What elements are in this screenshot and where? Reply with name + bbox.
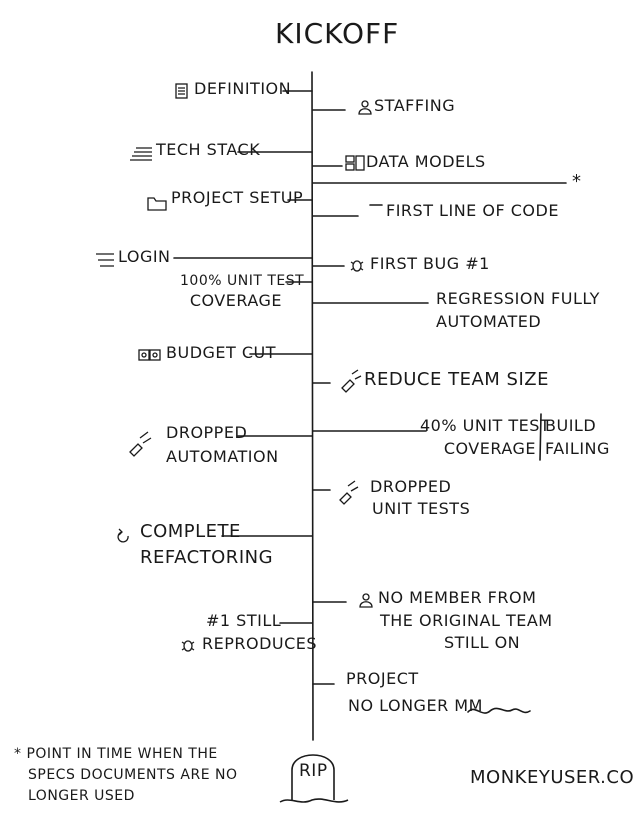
label-no-member-line1: NO MEMBER FROM [378, 588, 537, 607]
label-dropped-unit-tests-line1: DROPPED [370, 477, 452, 496]
label-40-unit-test-line1: 40% UNIT TEST [420, 416, 551, 435]
broken-icon [341, 369, 362, 393]
label-project-setup: PROJECT SETUP [171, 188, 304, 207]
label-40-unit-test-line2: COVERAGE [443, 439, 536, 458]
data-models-icon [345, 155, 365, 171]
label-login: LOGIN [118, 247, 171, 266]
timeline-axis [311, 71, 314, 741]
broken-icon [339, 480, 359, 505]
label-tech-stack: TECH STACK [156, 140, 261, 159]
bug-icon [350, 260, 364, 272]
label-no-longer-line1: PROJECT [346, 669, 419, 688]
scribble [467, 707, 531, 714]
page-title: KICKOFF [275, 17, 400, 50]
tombstone-text: RIP [299, 761, 328, 781]
label-still-reproduces-line1: #1 STILL [206, 611, 282, 630]
footnote-line2: SPECS DOCUMENTS ARE NO [28, 767, 238, 783]
label-data-models: DATA MODELS [366, 152, 486, 171]
bug-icon [181, 640, 195, 652]
label-first-bug: FIRST BUG #1 [370, 254, 490, 273]
broken-icon [129, 431, 152, 457]
label-unit-test-line2: COVERAGE [189, 291, 282, 310]
stack-icon [130, 147, 152, 161]
label-complete-refactoring-line2: REFACTORING [140, 547, 274, 568]
label-no-longer-line2: NO LONGER MM [348, 696, 483, 715]
label-dropped-unit-tests-line2: UNIT TESTS [372, 499, 471, 518]
footnote-line1: * POINT IN TIME WHEN THE [14, 746, 218, 762]
label-build-failing-line2: FAILING [545, 439, 610, 458]
label-definition: DEFINITION [194, 79, 292, 98]
person-icon [358, 100, 372, 115]
tombstone-icon [279, 754, 349, 803]
label-build-failing-line1: BUILD [545, 416, 597, 435]
label-dropped-automation-line2: AUTOMATION [166, 447, 279, 466]
footnote-line3: LONGER USED [28, 788, 135, 804]
refactor-icon [117, 528, 129, 543]
label-still-reproduces-line2: REPRODUCES [202, 634, 318, 653]
label-no-member-line3: STILL ON [444, 633, 521, 652]
budget-icon [138, 349, 161, 361]
build-failing-divider [539, 413, 542, 461]
folder-icon [147, 197, 167, 211]
star-marker: * [572, 171, 582, 192]
menu-icon [96, 253, 114, 267]
document-icon [175, 83, 188, 99]
label-budget-cut: BUDGET CUT [166, 343, 277, 362]
label-regression-line1: REGRESSION FULLY [436, 289, 600, 308]
label-dropped-automation-line1: DROPPED [166, 423, 248, 442]
label-staffing: STAFFING [374, 96, 456, 115]
label-reduce-team-size: REDUCE TEAM SIZE [364, 369, 549, 390]
label-first-line-of-code: FIRST LINE OF CODE [386, 201, 559, 220]
label-complete-refactoring-line1: COMPLETE [140, 521, 241, 542]
credit-text: MONKEYUSER.COM [470, 767, 634, 788]
label-unit-test-line1: 100% UNIT TEST [180, 273, 305, 289]
label-regression-line2: AUTOMATED [436, 312, 542, 331]
label-no-member-line2: THE ORIGINAL TEAM [380, 611, 553, 630]
person-icon [359, 593, 373, 608]
